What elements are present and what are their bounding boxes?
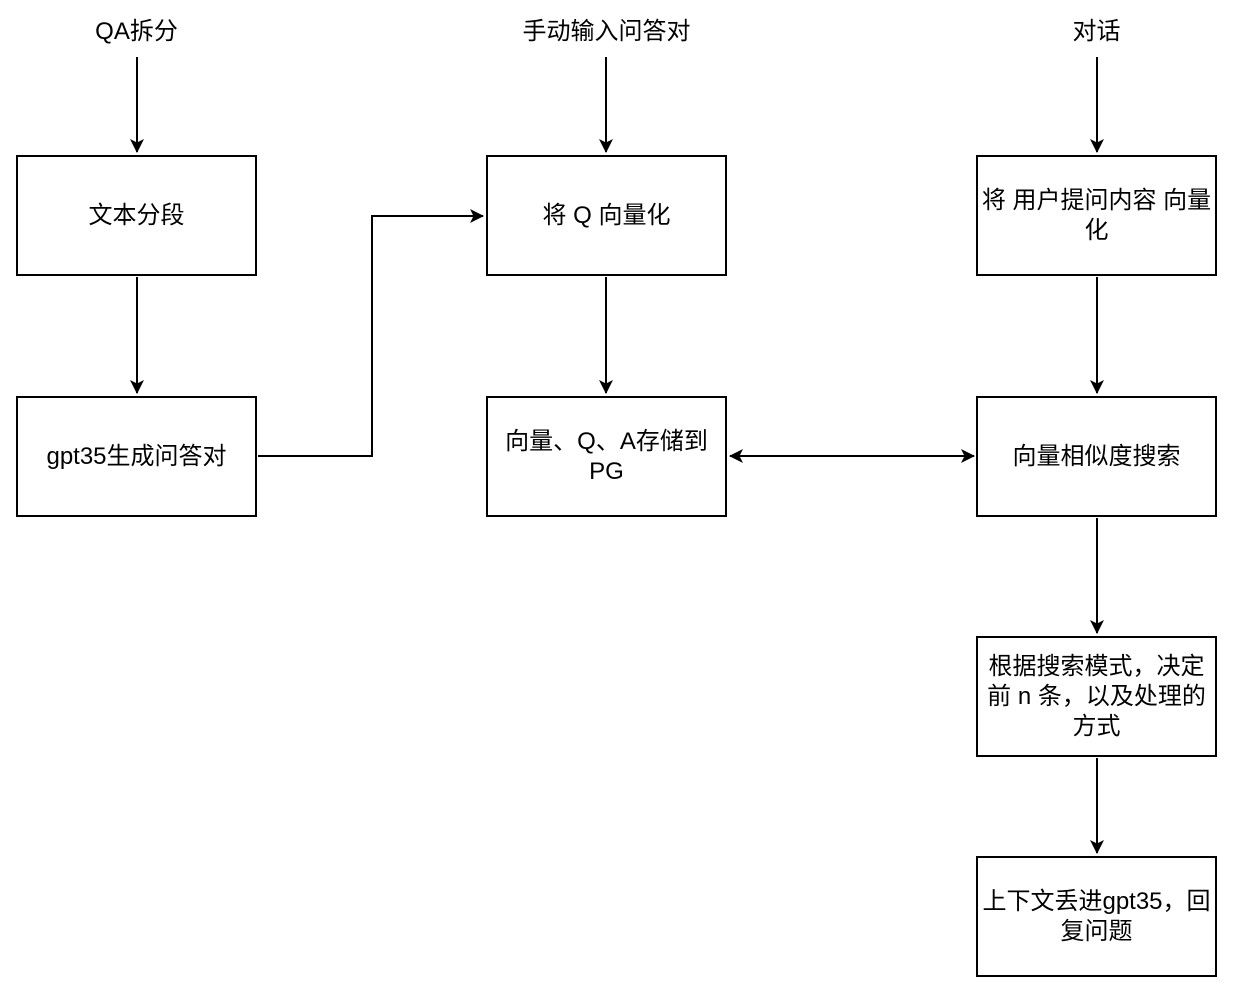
node-search-mode-decide-label: 根据搜索模式，决定 前 n 条，以及处理的 方式 — [987, 652, 1206, 740]
node-store-pg[interactable]: 向量、Q、A存储到 PG — [486, 396, 727, 517]
node-similarity-search[interactable]: 向量相似度搜索 — [976, 396, 1217, 517]
node-similarity-search-label: 向量相似度搜索 — [1012, 442, 1181, 470]
node-vectorize-q-label: 将 Q 向量化 — [542, 201, 671, 229]
node-gpt35-qa-gen[interactable]: gpt35生成问答对 — [16, 396, 257, 517]
node-vectorize-user-question-label: 将 用户提问内容 向量 化 — [981, 186, 1212, 244]
node-gpt35-reply[interactable]: 上下文丢进gpt35，回 复问题 — [976, 856, 1217, 977]
node-gpt35-reply-label: 上下文丢进gpt35，回 复问题 — [982, 887, 1211, 945]
node-vectorize-q[interactable]: 将 Q 向量化 — [486, 155, 727, 276]
label-qa-split[interactable]: QA拆分 — [95, 18, 178, 45]
node-gpt35-qa-gen-label: gpt35生成问答对 — [46, 442, 227, 470]
edge-gpt35-qa-gen-to-vectorize-q — [258, 209, 484, 457]
node-vectorize-user-question[interactable]: 将 用户提问内容 向量 化 — [976, 155, 1217, 276]
node-text-segment[interactable]: 文本分段 — [16, 155, 257, 276]
label-dialog[interactable]: 对话 — [1072, 18, 1121, 45]
node-search-mode-decide[interactable]: 根据搜索模式，决定 前 n 条，以及处理的 方式 — [976, 636, 1217, 757]
node-store-pg-label: 向量、Q、A存储到 PG — [505, 427, 708, 485]
node-text-segment-label: 文本分段 — [88, 201, 185, 229]
label-manual-qa[interactable]: 手动输入问答对 — [522, 18, 691, 45]
